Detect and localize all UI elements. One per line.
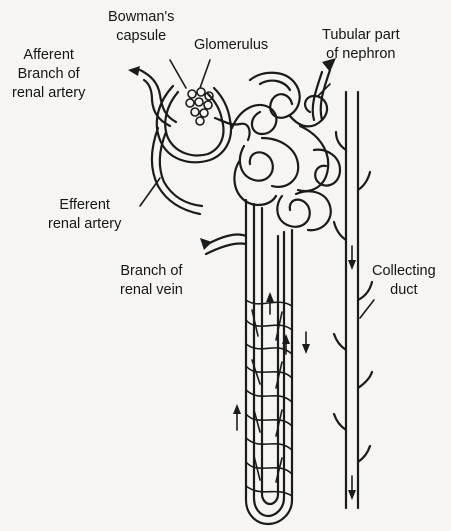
glomerulus-text: Glomerulus (194, 36, 268, 55)
efferent-label: Efferent renal artery (48, 196, 121, 234)
collecting-duct-line-2: duct (372, 281, 436, 300)
renal-vein-line-2: renal vein (120, 281, 183, 300)
collecting-duct (334, 92, 372, 508)
renal-vein-label: Branch of renal vein (120, 262, 183, 300)
afferent-line-1: Afferent (12, 46, 85, 65)
bowmans-capsule-label: Bowman's capsule (108, 8, 174, 46)
efferent-line-2: renal artery (48, 215, 121, 234)
efferent-line-1: Efferent (48, 196, 121, 215)
tubular-part-label: Tubular part of nephron (322, 26, 400, 64)
proximal-convoluted-tubule (232, 58, 340, 230)
tubular-part-line-1: Tubular part (322, 26, 400, 45)
renal-vein-line-1: Branch of (120, 262, 183, 281)
afferent-label: Afferent Branch of renal artery (12, 46, 85, 103)
collecting-duct-label: Collecting duct (372, 262, 436, 300)
bowmans-capsule-line-2: capsule (108, 27, 174, 46)
afferent-arteriole (128, 66, 176, 126)
afferent-line-3: renal artery (12, 84, 85, 103)
glomerulus-label: Glomerulus (194, 36, 268, 55)
bowmans-capsule-line-1: Bowman's (108, 8, 174, 27)
efferent-arteriole (152, 118, 250, 214)
tubular-part-line-2: of nephron (322, 45, 400, 64)
flow-arrows (233, 292, 310, 430)
renal-vein-branch (200, 234, 246, 254)
afferent-line-2: Branch of (12, 65, 85, 84)
collecting-duct-line-1: Collecting (372, 262, 436, 281)
